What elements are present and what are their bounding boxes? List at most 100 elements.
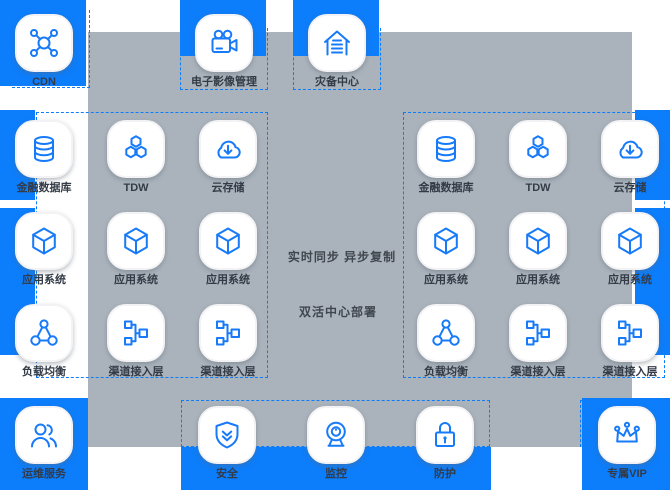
users-icon: [28, 419, 60, 451]
left-site-item-7: 负载均衡: [0, 304, 90, 396]
tile-label: 渠道接入层: [108, 366, 164, 378]
tile-label: 应用系统: [516, 274, 560, 286]
left-site-item-8: 渠道接入层: [90, 304, 182, 396]
deployment-mode-label: 双活中心部署: [298, 305, 377, 319]
tile-label: 运维服务: [22, 468, 66, 480]
tile-label: TDW: [123, 182, 149, 194]
tile-label: 金融数据库: [418, 182, 474, 194]
left-site-item-4: 应用系统: [0, 212, 90, 304]
tile-label: 应用系统: [114, 274, 158, 286]
tile-label: 专属VIP: [607, 468, 647, 480]
tile-label: 负载均衡: [22, 366, 66, 378]
tdw-tile: [509, 120, 567, 178]
cloud-storage-tile: [199, 120, 257, 178]
tile-label: 负载均衡: [424, 366, 468, 378]
right-site-item-2: TDW: [492, 120, 584, 212]
tile-label: CDN: [32, 76, 56, 88]
channel-access-tile: [601, 304, 659, 362]
dashed-zone-bottom-left: [32, 400, 88, 447]
top-item-1: CDN: [0, 14, 88, 89]
left-site-item-3: 云存储: [182, 120, 274, 212]
right-site-item-3: 云存储: [584, 120, 670, 212]
app-system-tile: [509, 212, 567, 270]
crown-tile: [598, 406, 656, 464]
load-balancer-icon: [28, 317, 60, 349]
cloud-storage-tile: [601, 120, 659, 178]
tile-label: 云存储: [613, 182, 647, 194]
cdn-tile: [15, 14, 73, 72]
tile-label: 渠道接入层: [200, 366, 256, 378]
bottom-item-4: 防护: [401, 406, 489, 481]
users-tile: [15, 406, 73, 464]
dashed-zone-image-mgmt: [180, 28, 268, 90]
top-item-2: 电子影像管理: [180, 14, 268, 89]
app-system-icon: [522, 225, 554, 257]
channel-access-icon: [120, 317, 152, 349]
right-site-item-9: 渠道接入层: [584, 304, 670, 396]
database-icon: [28, 133, 60, 165]
cloud-storage-icon: [614, 133, 646, 165]
app-system-icon: [120, 225, 152, 257]
shield-tile: [198, 406, 256, 464]
disaster-center-icon: [321, 27, 353, 59]
tile-label: 应用系统: [206, 274, 250, 286]
load-balancer-tile: [417, 304, 475, 362]
channel-access-icon: [212, 317, 244, 349]
dashed-zone-cdn: [12, 10, 90, 88]
app-system-icon: [614, 225, 646, 257]
left-site-item-5: 应用系统: [90, 212, 182, 304]
right-site-item-5: 应用系统: [492, 212, 584, 304]
database-icon: [430, 133, 462, 165]
video-camera-icon: [208, 27, 240, 59]
tile-label: 应用系统: [608, 274, 652, 286]
channel-access-tile: [199, 304, 257, 362]
app-system-tile: [417, 212, 475, 270]
lock-tile: [416, 406, 474, 464]
cloud-storage-icon: [212, 133, 244, 165]
bottom-item-5: 专属VIP: [583, 406, 670, 481]
left-site-item-6: 应用系统: [182, 212, 274, 304]
right-site-item-4: 应用系统: [400, 212, 492, 304]
crown-icon: [611, 419, 643, 451]
tile-label: 灾备中心: [315, 76, 359, 88]
disaster-center-tile: [308, 14, 366, 72]
app-system-tile: [15, 212, 73, 270]
channel-access-tile: [107, 304, 165, 362]
monitor-cam-tile: [307, 406, 365, 464]
channel-access-icon: [614, 317, 646, 349]
sync-mode-label: 实时同步 异步复制: [287, 250, 397, 264]
tdw-icon: [120, 133, 152, 165]
dashed-zone-bottom-right: [580, 400, 632, 447]
tile-label: 应用系统: [424, 274, 468, 286]
left-site-item-2: TDW: [90, 120, 182, 212]
database-tile: [417, 120, 475, 178]
database-tile: [15, 120, 73, 178]
tdw-tile: [107, 120, 165, 178]
monitor-cam-icon: [320, 419, 352, 451]
tile-label: 监控: [325, 468, 347, 480]
video-camera-tile: [195, 14, 253, 72]
lock-icon: [429, 419, 461, 451]
cdn-icon: [28, 27, 60, 59]
dashed-zone-disaster-center: [293, 28, 381, 90]
tdw-icon: [522, 133, 554, 165]
tile-label: 电子影像管理: [191, 76, 257, 88]
app-system-icon: [212, 225, 244, 257]
channel-access-tile: [509, 304, 567, 362]
tile-label: TDW: [525, 182, 551, 194]
bottom-item-3: 监控: [292, 406, 380, 481]
top-item-3: 灾备中心: [293, 14, 381, 89]
tile-label: 渠道接入层: [510, 366, 566, 378]
tile-label: 安全: [216, 468, 238, 480]
right-site-item-6: 应用系统: [584, 212, 670, 304]
bottom-item-2: 安全: [183, 406, 271, 481]
load-balancer-tile: [15, 304, 73, 362]
app-system-icon: [430, 225, 462, 257]
left-site-item-1: 金融数据库: [0, 120, 90, 212]
shield-icon: [211, 419, 243, 451]
tile-label: 云存储: [211, 182, 245, 194]
right-site-item-8: 渠道接入层: [492, 304, 584, 396]
